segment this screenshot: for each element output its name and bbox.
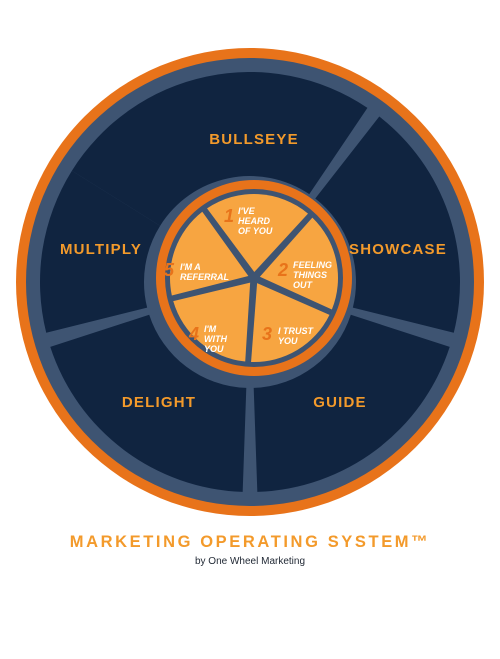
- stage-number-2: 2: [277, 260, 288, 280]
- stage-number-1: 1: [224, 206, 234, 226]
- hub-slice-1: [207, 194, 308, 273]
- hub-slice-5: [170, 211, 249, 296]
- stage-5: 5 I'M A REFERRAL: [164, 260, 229, 282]
- hub-slice-2: [259, 217, 339, 310]
- segment-label-showcase: SHOWCASE: [349, 241, 447, 258]
- footer-subtitle: by One Wheel Marketing: [194, 556, 306, 567]
- hub-slice-4: [173, 282, 251, 362]
- segment-label-bullseye: BULLSEYE: [209, 131, 299, 148]
- segment-delight: [50, 314, 247, 492]
- segment-guide: [253, 314, 450, 492]
- stage-4: 4 I'M WITH YOU: [188, 324, 230, 354]
- stage-number-3: 3: [262, 324, 272, 344]
- stage-text-2: FEELING THINGS OUT: [293, 260, 335, 290]
- segment-label-guide: GUIDE: [313, 394, 367, 411]
- segment-label-delight: DELIGHT: [122, 394, 196, 411]
- segment-showcase: [315, 116, 461, 333]
- footer-title: MARKETING OPERATING SYSTEM™: [69, 533, 431, 551]
- stage-number-4: 4: [188, 324, 199, 344]
- stage-text-5: I'M A REFERRAL: [180, 262, 229, 282]
- segment-bullseye: [71, 71, 368, 226]
- stage-text-4: I'M WITH YOU: [204, 324, 230, 354]
- hub-slice-3: [251, 283, 330, 362]
- segment-label-multiply: MULTIPLY: [60, 241, 142, 258]
- segment-multiply: [40, 170, 161, 333]
- wheel-segments: [40, 71, 461, 492]
- marketing-wheel: BULLSEYE SHOWCASE GUIDE DELIGHT MULTIPLY…: [16, 48, 484, 516]
- stage-1: 1 I'VE HEARD OF YOU: [224, 206, 273, 236]
- stage-3: 3 I TRUST YOU: [262, 324, 316, 346]
- stage-text-3: I TRUST YOU: [278, 326, 316, 346]
- stage-number-5: 5: [164, 260, 175, 280]
- stage-text-1: I'VE HEARD OF YOU: [238, 206, 273, 236]
- stage-2: 2 FEELING THINGS OUT: [277, 260, 335, 290]
- hub-slices: [170, 194, 339, 362]
